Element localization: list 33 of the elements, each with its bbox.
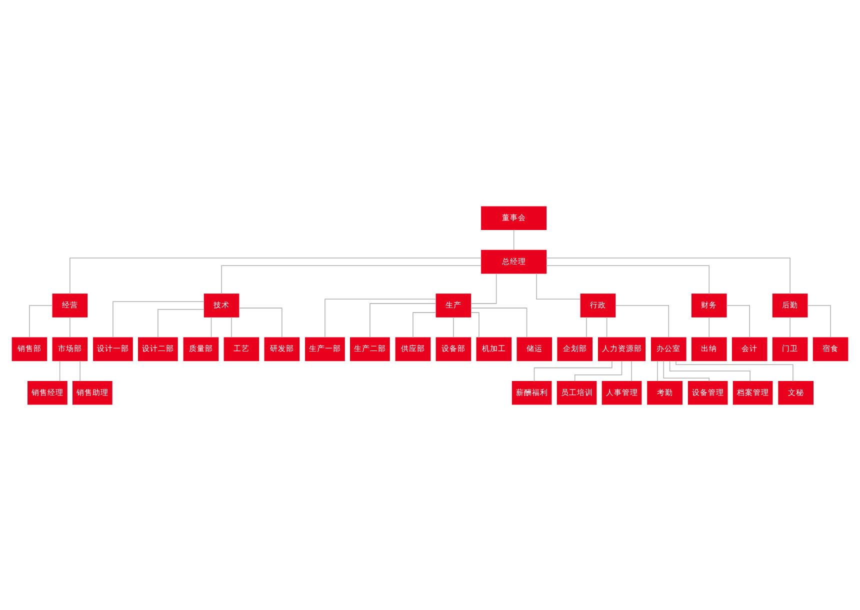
connector: [453, 316, 454, 338]
connector: [676, 360, 794, 382]
connector: [221, 264, 482, 294]
connector: [586, 316, 587, 338]
connector: [546, 264, 710, 294]
connector: [708, 316, 710, 338]
connector: [238, 307, 282, 338]
connector: [412, 312, 436, 338]
connector: [324, 298, 436, 338]
connector: [606, 316, 608, 338]
connector: [59, 360, 60, 382]
connector: [574, 360, 622, 382]
connector: [631, 360, 632, 382]
connector: [112, 300, 204, 338]
connector: [726, 304, 750, 338]
connector: [663, 360, 710, 382]
connector: [29, 304, 53, 338]
connector: [534, 360, 612, 382]
connector: [615, 304, 670, 338]
connector: [158, 308, 205, 338]
connector: [669, 360, 750, 382]
connector: [231, 316, 232, 338]
connector: [370, 302, 436, 338]
connector: [657, 360, 658, 382]
connector: [470, 272, 497, 304]
connector: [470, 307, 528, 338]
connector: [210, 316, 212, 338]
connector: [70, 257, 482, 294]
connector: [546, 257, 790, 294]
connector: [807, 304, 831, 338]
connector: [513, 228, 514, 250]
connector: [536, 272, 581, 299]
connector: [470, 312, 480, 338]
